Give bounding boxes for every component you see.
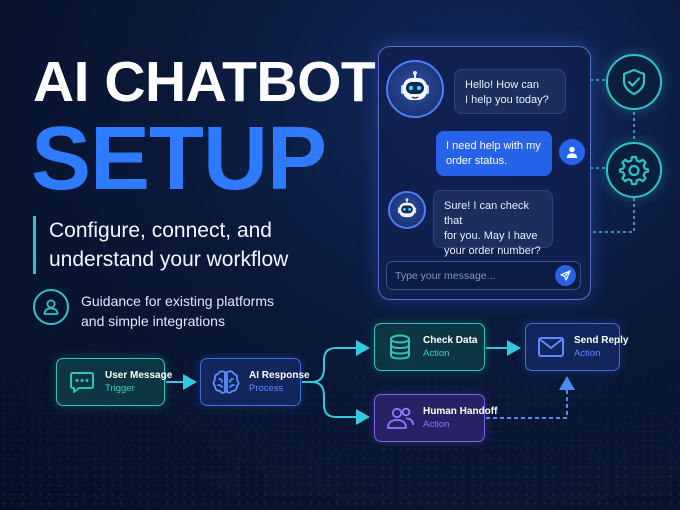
settings-badge <box>606 142 662 198</box>
robot-icon <box>397 198 417 218</box>
guidance-text: Guidance for existing platforms and simp… <box>81 291 341 331</box>
gear-chat-connector <box>590 198 635 233</box>
node-sublabel: Trigger <box>105 382 135 394</box>
shield-check-icon <box>622 68 646 96</box>
send-icon <box>560 270 571 281</box>
workflow-node-user-message[interactable]: User Message Trigger <box>56 358 172 406</box>
message-input[interactable] <box>395 262 545 289</box>
workflow-node-human-handoff[interactable]: Human Handoff Action <box>374 394 497 442</box>
robot-icon <box>401 71 429 100</box>
chat-bubble-icon <box>67 367 97 397</box>
node-sublabel: Process <box>249 382 284 394</box>
node-label: User Message <box>105 369 173 381</box>
message-text: Hello! How can <box>465 79 539 91</box>
node-sublabel: Action <box>423 418 450 430</box>
node-sublabel: Action <box>574 347 601 359</box>
node-label: Send Reply <box>574 334 629 346</box>
guidance-line-2: and simple integrations <box>81 313 225 329</box>
chat-message-user-1: I need help with my order status. <box>436 131 552 176</box>
bot-avatar-large <box>386 60 444 118</box>
brain-icon <box>211 367 241 397</box>
database-icon <box>385 332 415 362</box>
node-label: Human Handoff <box>423 405 498 417</box>
headline-line-2: SETUP <box>31 109 327 209</box>
chat-message-bot-2: Sure! I can check that for you. May I ha… <box>433 190 553 257</box>
send-button[interactable] <box>555 265 576 286</box>
user-icon <box>33 289 69 325</box>
subtitle-line-2: understand your workflow <box>49 248 289 271</box>
bot-avatar-small <box>388 191 426 229</box>
arrow-ai-split <box>302 340 370 383</box>
message-text: for you. May I have <box>444 230 538 242</box>
guidance-line-1: Guidance for existing platforms <box>81 293 274 309</box>
arrow-handoff-to-send <box>486 376 575 419</box>
chat-message-bot-1: Hello! How can I help you today? <box>454 69 566 114</box>
message-text: order status. <box>446 155 508 167</box>
user-icon <box>566 146 578 158</box>
arrow-ai-to-handoff <box>311 381 370 425</box>
security-badge <box>606 54 662 110</box>
subtitle: Configure, connect, and understand your … <box>33 216 349 274</box>
envelope-icon <box>536 332 566 362</box>
users-icon <box>385 403 415 433</box>
subtitle-line-1: Configure, connect, and <box>49 219 272 242</box>
node-sublabel: Action <box>423 347 450 359</box>
workflow-node-send-reply[interactable]: Send Reply Action <box>525 323 628 371</box>
node-label: AI Response <box>249 369 310 381</box>
message-text: I help you today? <box>465 94 549 106</box>
message-text: Sure! I can check that <box>444 200 529 227</box>
message-text: I need help with my <box>446 140 541 152</box>
workflow-node-ai-response[interactable]: AI Response Process <box>200 358 310 406</box>
headline-line-1: AI CHATBOT <box>33 50 376 114</box>
node-label: Check Data <box>423 334 478 346</box>
gear-icon <box>618 155 650 186</box>
message-input-box <box>386 261 581 290</box>
user-avatar <box>559 139 585 165</box>
workflow-node-check-data[interactable]: Check Data Action <box>374 323 485 371</box>
message-text: your order number? <box>444 245 541 257</box>
